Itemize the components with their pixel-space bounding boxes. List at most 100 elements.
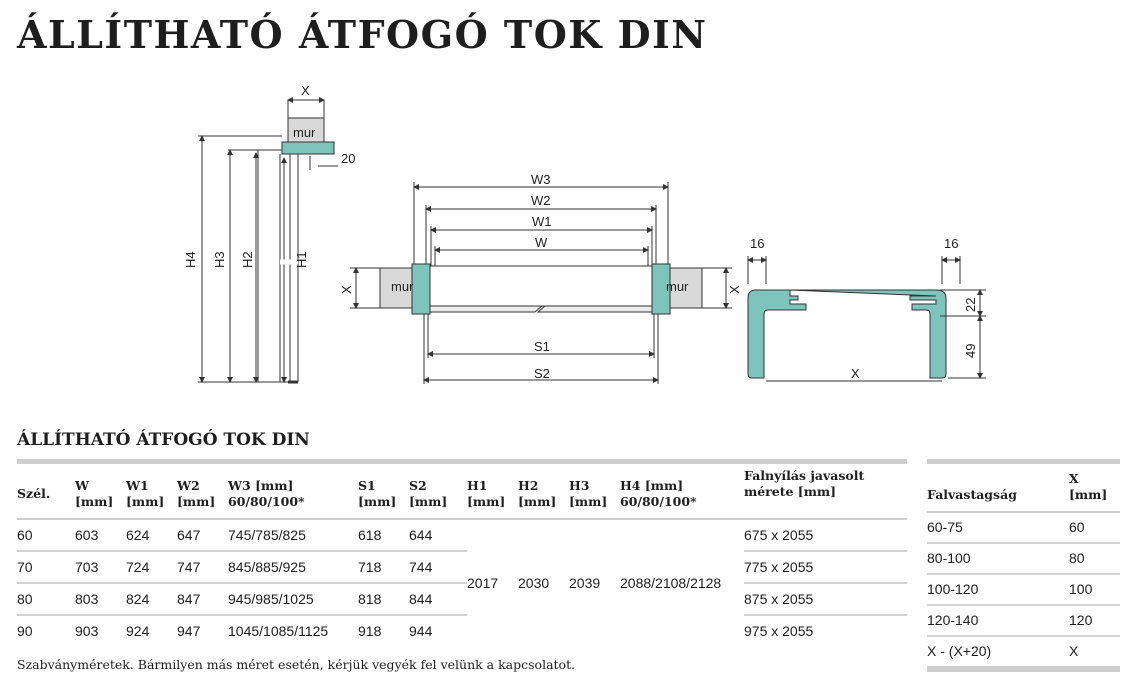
col-falvastagsag: Falvastagság	[927, 459, 1069, 513]
col-szel: Szél.	[17, 459, 75, 520]
side-x-label: X	[301, 83, 310, 98]
mur-right-label: mur	[666, 279, 689, 294]
profile-shape	[747, 289, 947, 379]
cell-falvastagsag: 120-140	[927, 604, 1069, 637]
cell-falnyilas: 775 x 2055	[744, 550, 907, 584]
cell-h1: 2017	[467, 574, 499, 591]
page-title: ÁLLÍTHATÓ ÁTFOGÓ TOK DIN	[17, 12, 708, 57]
cell-szel: 60	[17, 518, 75, 552]
cell-h2: 2030	[518, 574, 550, 591]
d49-label: 49	[963, 344, 978, 358]
cell-falvastagsag: 80-100	[927, 542, 1069, 575]
cell-falnyilas: 875 x 2055	[744, 582, 907, 616]
table-row: 90 903 924 947 1045/1085/1125 918 944 97…	[17, 615, 907, 646]
cell-x: X	[1069, 635, 1120, 672]
s2-label: S2	[534, 366, 550, 381]
cell-w: 603	[75, 518, 126, 552]
profile-section	[747, 256, 986, 382]
col-w2: W2 [mm]	[177, 459, 228, 520]
door-frame-diagram: mur X 20 H4 H3 H2 H1	[183, 83, 986, 384]
cell-s1: 818	[358, 582, 409, 616]
cell-szel: 90	[17, 622, 33, 639]
cell-falnyilas: 975 x 2055	[744, 622, 814, 639]
cell-w2: 847	[177, 582, 228, 616]
side-frame-top	[281, 141, 335, 155]
cell-x: 100	[1069, 573, 1120, 606]
footnote: Szabványméretek. Bármilyen más méret ese…	[17, 657, 576, 672]
side-table-row: 60-75 60	[927, 511, 1120, 544]
col-w3: W3 [mm] 60/80/100*	[228, 459, 358, 520]
wall-thickness-table: Falvastagság X [mm] 60-75 60 80-100 80 1…	[927, 459, 1120, 672]
h2-label: H2	[240, 251, 255, 268]
cell-w1: 724	[126, 550, 177, 584]
top-section	[350, 182, 732, 384]
side-table-row: 100-120 100	[927, 573, 1120, 606]
cell-w: 703	[75, 550, 126, 584]
w2-label: W2	[531, 193, 551, 208]
cell-s2: 644	[409, 518, 467, 552]
cell-w: 803	[75, 582, 126, 616]
d16-left-label: 16	[750, 236, 764, 251]
cell-x: 60	[1069, 511, 1120, 544]
cell-x: 120	[1069, 604, 1120, 637]
cell-w3: 845/885/925	[228, 550, 358, 584]
cell-szel: 70	[17, 550, 75, 584]
cell-w: 903	[75, 622, 99, 639]
door-leaf	[429, 265, 653, 307]
cell-s1: 918	[358, 622, 382, 639]
table-row: 60 603 624 647 745/785/825 618 644 2017 …	[17, 518, 907, 591]
table-row: 70 703 724 747 845/885/925 718 744 775 x…	[17, 550, 907, 584]
side-20-label: 20	[341, 151, 355, 166]
col-falnyilas: Falnyílás javasolt mérete [mm]	[744, 459, 907, 520]
d16-right-label: 16	[944, 236, 958, 251]
side-table-header-row: Falvastagság X [mm]	[927, 459, 1120, 513]
table-row: 80 803 824 847 945/985/1025 818 844 875 …	[17, 582, 907, 616]
x-right-label: X	[727, 285, 742, 294]
cell-h4: 2088/2108/2128	[620, 574, 722, 591]
d22-label: 22	[963, 298, 978, 312]
col-h3: H3 [mm]	[569, 459, 620, 520]
profile-x-label: X	[851, 366, 860, 381]
cell-falvastagsag: 100-120	[927, 573, 1069, 606]
w3-label: W3	[531, 172, 551, 187]
cell-falvastagsag: 60-75	[927, 511, 1069, 544]
col-w1: W1 [mm]	[126, 459, 177, 520]
cell-falvastagsag: X - (X+20)	[927, 635, 1069, 672]
table-header-row: Szél. W [mm] W1 [mm] W2 [mm] W3 [mm] 60/…	[17, 459, 907, 520]
left-frame	[411, 263, 431, 315]
cell-w3: 945/985/1025	[228, 582, 358, 616]
cell-s2: 844	[409, 582, 467, 616]
side-table-row: X - (X+20) X	[927, 635, 1120, 672]
col-h2: H2 [mm]	[518, 459, 569, 520]
cell-w2: 947	[177, 622, 201, 639]
col-s1: S1 [mm]	[358, 459, 409, 520]
col-h4: H4 [mm] 60/80/100*	[620, 459, 744, 520]
cell-szel: 80	[17, 582, 75, 616]
h4-label: H4	[183, 251, 198, 268]
s1-label: S1	[534, 339, 550, 354]
cell-w2: 647	[177, 518, 228, 552]
cell-s2: 744	[409, 550, 467, 584]
w1-label: W1	[532, 214, 552, 229]
col-h1: H1 [mm]	[467, 459, 518, 520]
cell-w2: 747	[177, 550, 228, 584]
side-wall	[287, 117, 325, 145]
cell-w3: 1045/1085/1125	[228, 622, 329, 639]
cell-w1: 624	[126, 518, 177, 552]
cell-w1: 824	[126, 582, 177, 616]
cell-s1: 718	[358, 550, 409, 584]
side-table-row: 80-100 80	[927, 542, 1120, 575]
cell-w1: 924	[126, 622, 150, 639]
col-s2: S2 [mm]	[409, 459, 467, 520]
cell-falnyilas: 675 x 2055	[744, 518, 907, 552]
dimensions-table: Szél. W [mm] W1 [mm] W2 [mm] W3 [mm] 60/…	[17, 459, 907, 646]
mur-left-label: mur	[391, 279, 414, 294]
x-left-label: X	[339, 285, 354, 294]
side-table-row: 120-140 120	[927, 604, 1120, 637]
cell-w3: 745/785/825	[228, 518, 358, 552]
h3-label: H3	[212, 251, 227, 268]
cell-h3: 2039	[569, 574, 601, 591]
cell-x: 80	[1069, 542, 1120, 575]
col-x: X [mm]	[1069, 459, 1120, 513]
side-elevation	[198, 97, 338, 384]
